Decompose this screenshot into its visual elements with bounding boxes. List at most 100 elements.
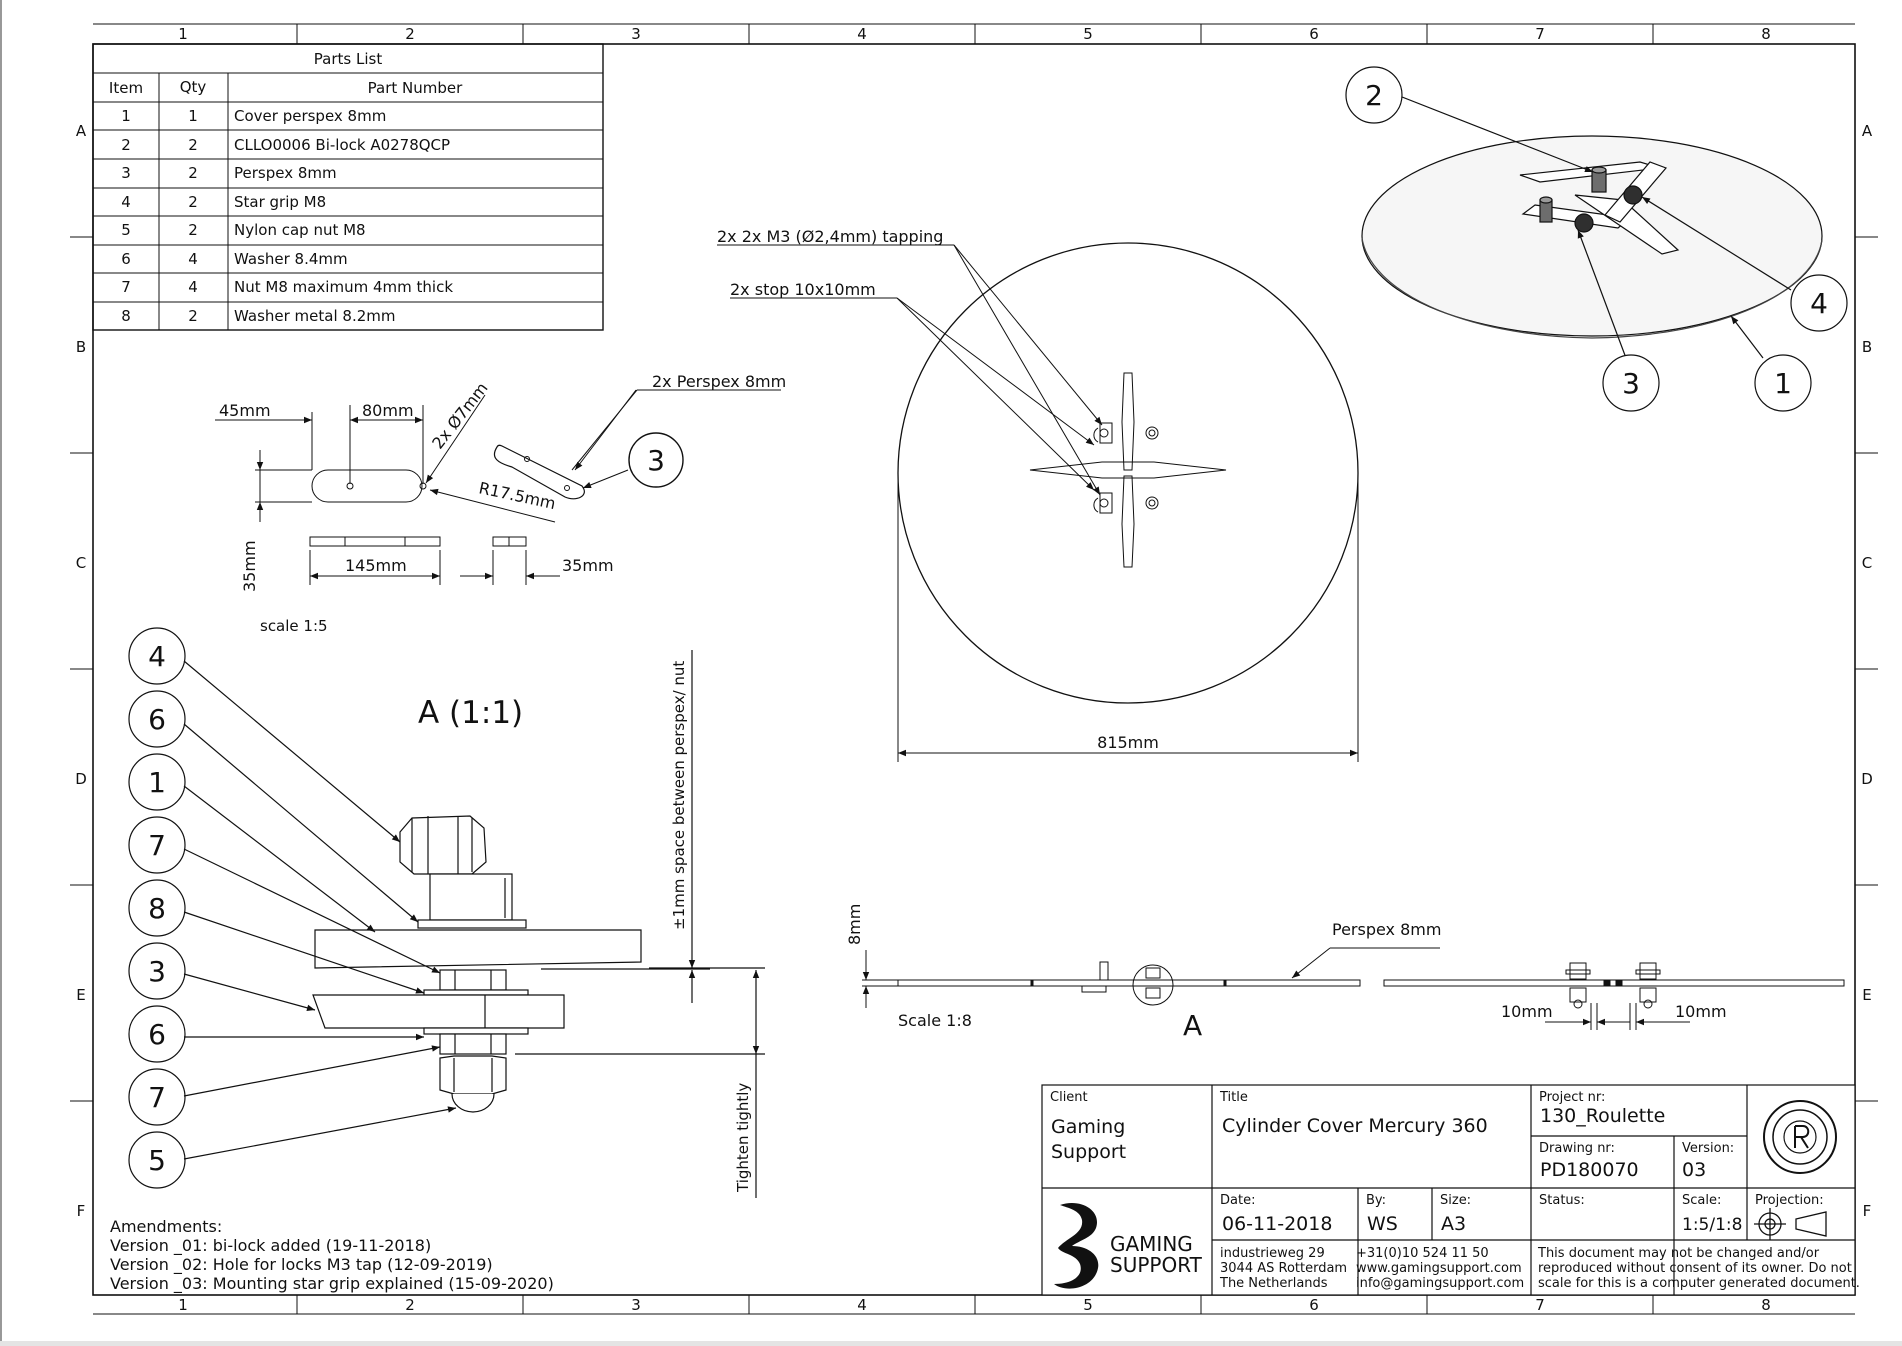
part-number: Nut M8 maximum 4mm thick bbox=[234, 278, 453, 296]
zone-row-left: D bbox=[75, 770, 87, 788]
zone-col-top: 7 bbox=[1535, 25, 1545, 43]
zone-row-left: B bbox=[76, 338, 86, 356]
dim-10mm: 10mm bbox=[1501, 1002, 1553, 1021]
zone-col-bottom: 8 bbox=[1761, 1296, 1771, 1314]
dim-10mm: 10mm bbox=[1675, 1002, 1727, 1021]
date-label: Date: bbox=[1220, 1193, 1255, 1208]
strip-scale: scale 1:5 bbox=[260, 617, 328, 635]
size-label: Size: bbox=[1440, 1193, 1471, 1208]
zone-row-left: E bbox=[76, 986, 85, 1004]
logo-text: SUPPORT bbox=[1110, 1253, 1203, 1277]
table-row: 7 4 Nut M8 maximum 4mm thick bbox=[121, 278, 453, 296]
zone-row-right: E bbox=[1862, 986, 1871, 1004]
part-number: Star grip M8 bbox=[234, 193, 326, 211]
amendment-line: Version _03: Mounting star grip explaine… bbox=[110, 1274, 554, 1294]
side-perspex-right bbox=[1383, 979, 1845, 987]
part-qty: 4 bbox=[188, 250, 198, 268]
zone-col-top: 5 bbox=[1083, 25, 1093, 43]
balloon-1 bbox=[128, 753, 186, 811]
zone-row-right: F bbox=[1863, 1202, 1872, 1220]
star-horizontal bbox=[1029, 461, 1227, 479]
washer bbox=[417, 919, 527, 929]
part-qty: 4 bbox=[188, 278, 198, 296]
amendments-title: Amendments: bbox=[110, 1217, 222, 1236]
iso-disc bbox=[1361, 135, 1823, 337]
title-block-labels: Client Title Project nr: Drawing nr: Ver… bbox=[1050, 1090, 1860, 1291]
lower-perspex bbox=[312, 994, 565, 1029]
table-row: 2 2 CLLO0006 Bi-lock A0278QCP bbox=[121, 136, 450, 154]
project-number: 130_Roulette bbox=[1540, 1105, 1665, 1127]
zone-row-left: F bbox=[77, 1202, 86, 1220]
note-stop: 2x stop 10x10mm bbox=[730, 280, 876, 299]
zone-row-left: A bbox=[76, 122, 87, 140]
side-perspex-label: Perspex 8mm bbox=[1332, 920, 1441, 939]
strip-detail-labels: 45mm 80mm 2x Ø7mm R17.5mm 35mm 145mm 35m… bbox=[219, 372, 786, 635]
scale-label: Scale: bbox=[1682, 1193, 1721, 1208]
viewer-bottom-strip bbox=[0, 1341, 1902, 1346]
client-label: Client bbox=[1050, 1090, 1088, 1105]
table-row: 1 1 Cover perspex 8mm bbox=[121, 107, 386, 125]
balloon-label: 3 bbox=[148, 955, 166, 988]
part-qty: 2 bbox=[188, 164, 198, 182]
balloon-label: 6 bbox=[148, 1018, 166, 1051]
parts-list-table: Parts List Item Qty Part Number 1 1 Cove… bbox=[92, 43, 604, 331]
star-vertical-top bbox=[1121, 372, 1135, 471]
balloon-1 bbox=[1754, 354, 1812, 412]
part-number: Cover perspex 8mm bbox=[234, 107, 386, 125]
balloon-3 bbox=[128, 942, 186, 1000]
strip-detail-view bbox=[215, 389, 781, 585]
cap-nut bbox=[439, 1055, 507, 1095]
balloon-label: 4 bbox=[148, 640, 166, 673]
by-value: WS bbox=[1367, 1213, 1398, 1235]
zone-row-right: C bbox=[1862, 554, 1872, 572]
balloon-label: 4 bbox=[1810, 287, 1828, 320]
balloon-label: 3 bbox=[1622, 367, 1640, 400]
client-name: Support bbox=[1051, 1141, 1126, 1163]
dim-80mm: 80mm bbox=[362, 401, 414, 420]
balloon-label: 6 bbox=[148, 703, 166, 736]
part-qty: 2 bbox=[188, 221, 198, 239]
zone-col-bottom: 4 bbox=[857, 1296, 867, 1314]
drawing-title: Cylinder Cover Mercury 360 bbox=[1222, 1115, 1488, 1137]
part-item: 7 bbox=[121, 278, 131, 296]
balloon-label: 8 bbox=[148, 892, 166, 925]
washer-metal bbox=[423, 989, 529, 996]
zone-col-top: 4 bbox=[857, 25, 867, 43]
detail-a-view bbox=[128, 627, 765, 1198]
zone-col-bottom: 7 bbox=[1535, 1296, 1545, 1314]
amendment-line: Version _01: bi-lock added (19-11-2018) bbox=[110, 1236, 431, 1256]
part-qty: 2 bbox=[188, 193, 198, 211]
detail-a-marker: A bbox=[1183, 1009, 1202, 1042]
part-number: CLLO0006 Bi-lock A0278QCP bbox=[234, 136, 450, 154]
balloon-4 bbox=[128, 627, 186, 685]
dim-45mm: 45mm bbox=[219, 401, 271, 420]
title-block bbox=[1041, 1084, 1856, 1296]
balloon-3 bbox=[1602, 354, 1660, 412]
zone-row-right: A bbox=[1862, 122, 1873, 140]
side-view-labels: 8mm Perspex 8mm Scale 1:8 A 10mm 10mm bbox=[845, 904, 1727, 1042]
balloon-7 bbox=[128, 1068, 186, 1126]
date-value: 06-11-2018 bbox=[1222, 1213, 1332, 1235]
zone-col-bottom: 6 bbox=[1309, 1296, 1319, 1314]
amendments: Amendments: Version _01: bi-lock added (… bbox=[110, 1217, 554, 1294]
part-qty: 2 bbox=[188, 307, 198, 325]
title-label: Title bbox=[1219, 1090, 1248, 1105]
part-number: Nylon cap nut M8 bbox=[234, 221, 366, 239]
balloon-4 bbox=[1790, 274, 1848, 332]
zone-labels: 1 2 3 4 5 6 7 8 1 2 3 4 5 6 7 8 A B C D … bbox=[75, 25, 1873, 1314]
amendment-line: Version _02: Hole for locks M3 tap (12-0… bbox=[110, 1255, 493, 1275]
balloon-label: 7 bbox=[148, 829, 166, 862]
table-row: 6 4 Washer 8.4mm bbox=[121, 250, 347, 268]
cover-disc bbox=[897, 242, 1359, 704]
balloon-label: 5 bbox=[148, 1144, 166, 1177]
note-gap-space: ±1mm space between perspex/ nut bbox=[670, 661, 688, 930]
zone-col-top: 8 bbox=[1761, 25, 1771, 43]
part-item: 6 bbox=[121, 250, 131, 268]
part-number: Washer metal 8.2mm bbox=[234, 307, 395, 325]
parts-list-header: Part Number bbox=[368, 79, 463, 97]
drawing-number: PD180070 bbox=[1540, 1159, 1639, 1181]
parts-list-rows: 1 1 Cover perspex 8mm 2 2 CLLO0006 Bi-lo… bbox=[121, 107, 453, 325]
balloon-2 bbox=[1345, 66, 1403, 124]
part-item: 4 bbox=[121, 193, 131, 211]
